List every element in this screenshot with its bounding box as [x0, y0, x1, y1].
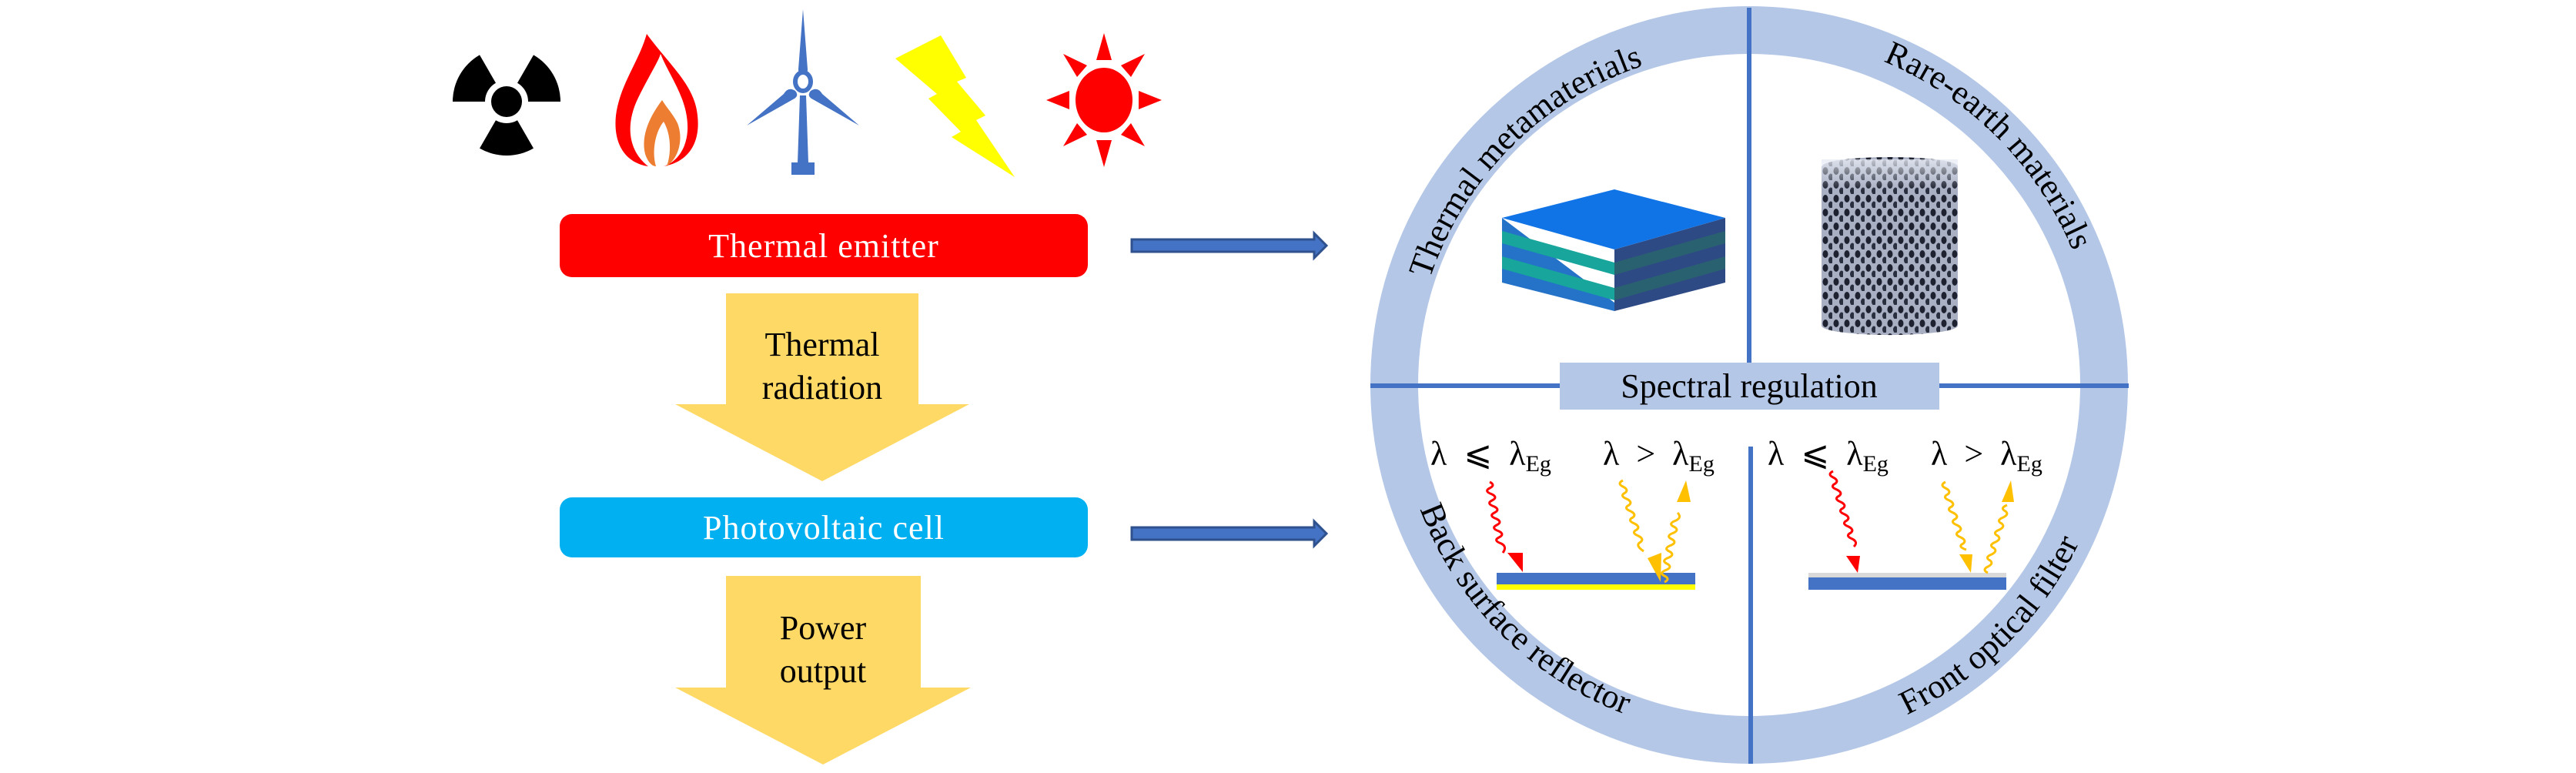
condition-reflected-right: λ>λEg [1931, 435, 2042, 477]
incident-photon-arrowhead-front [1959, 554, 1972, 573]
flame-icon [615, 34, 698, 166]
power-output-arrow: Power output [675, 576, 971, 765]
reflected-photon-arrowhead-front [2002, 480, 2014, 502]
emitter-link-arrow [1130, 230, 1329, 261]
incident-photon-wave-front [1941, 480, 1967, 551]
back-surface-reflector-illustration: λ⩽λEg λ>λEg [1430, 435, 1715, 590]
flow-arrows: Thermal radiation Power output [675, 230, 1329, 765]
spectral-regulation-box [1560, 363, 1939, 410]
absorbed-photon-wave-front [1828, 470, 1858, 548]
absorbed-photon-wave [1486, 480, 1507, 554]
thermal-radiation-line1: Thermal [764, 326, 879, 363]
sun-icon [1046, 33, 1162, 167]
quadrant-label-front-optical-filter: Front optical filter [1893, 529, 2086, 722]
absorbed-photon-arrowhead-front [1846, 556, 1860, 573]
photovoltaic-cell-label: Photovoltaic cell [703, 508, 945, 547]
radiation-icon [453, 55, 560, 156]
reflector-layer [1497, 584, 1695, 590]
lightning-icon [895, 35, 1015, 177]
thermal-emitter-label: Thermal emitter [708, 226, 939, 265]
pv-link-arrow [1130, 518, 1329, 549]
spectral-regulation-diagram: Thermal metamaterials Rare-earth materia… [1370, 6, 2129, 764]
wind-turbine-icon [747, 9, 859, 175]
front-optical-filter-illustration: λ⩽λEg λ>λEg [1768, 435, 2042, 590]
reflected-photon-wave [1661, 511, 1681, 584]
photovoltaic-cell-box: Photovoltaic cell [560, 497, 1088, 557]
incident-photon-arrowhead [1648, 553, 1661, 582]
absorbed-photon-arrowhead [1507, 553, 1523, 572]
condition-absorbed-left: λ⩽λEg [1430, 435, 1551, 477]
porous-cylinder-icon [1822, 157, 1958, 336]
power-output-line2: output [780, 652, 866, 690]
condition-absorbed-right: λ⩽λEg [1768, 435, 1889, 477]
energy-sources [453, 9, 1162, 177]
metamaterial-block-icon [1502, 189, 1725, 311]
condition-reflected-left: λ>λEg [1603, 435, 1715, 477]
thermal-radiation-line2: radiation [762, 369, 882, 407]
incident-photon-wave [1618, 479, 1644, 553]
thermal-emitter-box: Thermal emitter [560, 214, 1088, 277]
spectral-regulation-label: Spectral regulation [1621, 367, 1878, 405]
power-output-line1: Power [780, 609, 867, 647]
reflected-photon-wave-front [1983, 504, 2009, 574]
cell-layer [1497, 573, 1695, 584]
thermal-radiation-arrow: Thermal radiation [675, 293, 969, 481]
cell-layer-front [1808, 577, 2006, 590]
reflected-photon-arrowhead [1677, 480, 1691, 502]
filter-layer [1808, 573, 2006, 577]
